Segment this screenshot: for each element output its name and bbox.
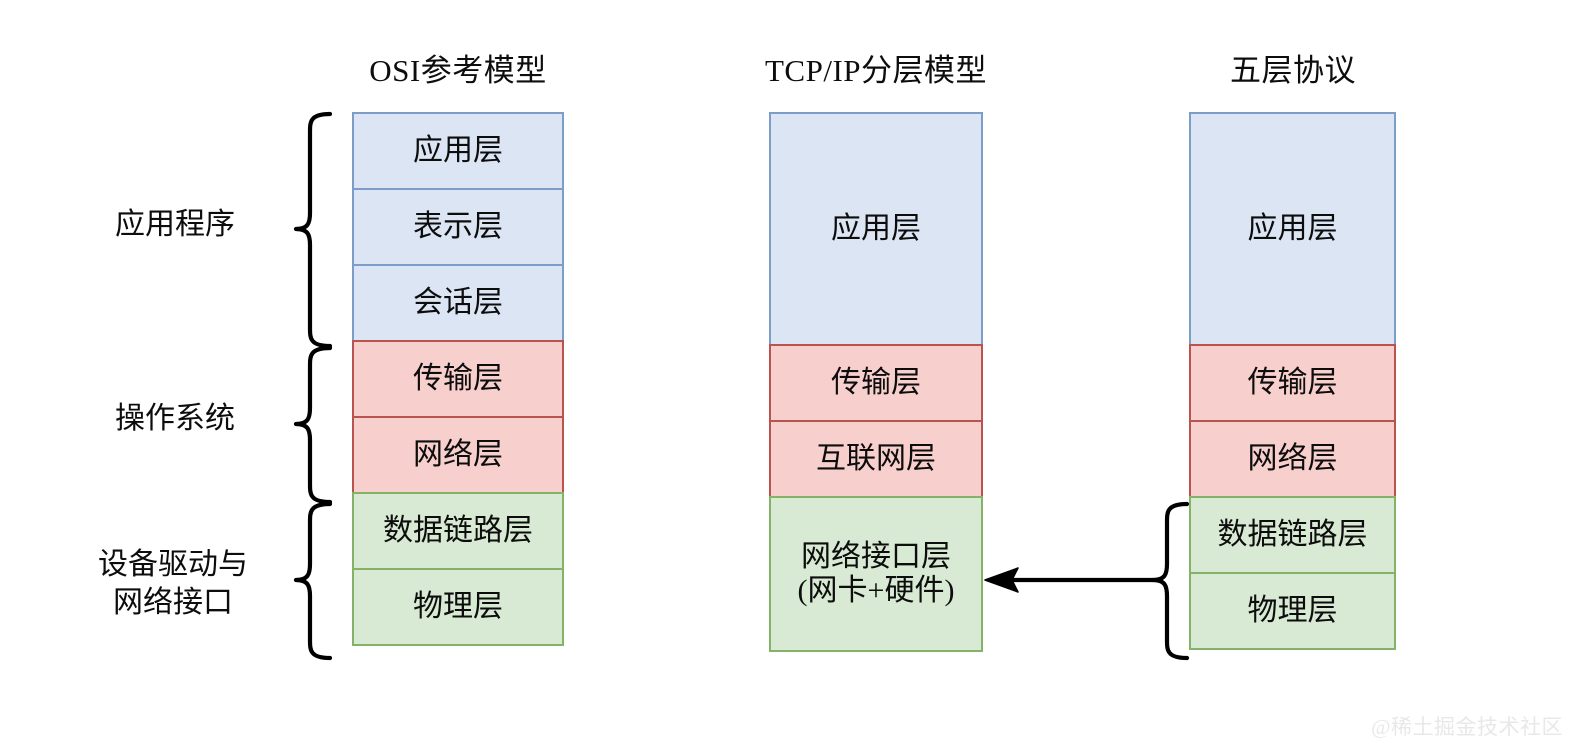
five-layer-datalink: 数据链路层 bbox=[1189, 496, 1396, 574]
osi-layer-transport-label: 传输层 bbox=[413, 362, 503, 396]
five-layer-physical-label: 物理层 bbox=[1247, 594, 1338, 628]
osi-layer-session-label: 会话层 bbox=[413, 286, 503, 320]
five-layer-application-label: 应用层 bbox=[1247, 212, 1338, 246]
brace-application-program bbox=[293, 111, 333, 349]
five-layer-application: 应用层 bbox=[1189, 112, 1396, 346]
five-layer-transport-label: 传输层 bbox=[1247, 366, 1338, 400]
group-label-operating-system: 操作系统 bbox=[115, 402, 235, 435]
group-label-application-program: 应用程序 bbox=[115, 208, 235, 241]
osi-layer-physical: 物理层 bbox=[352, 568, 564, 646]
tcpip-layer-transport: 传输层 bbox=[769, 344, 983, 422]
five-layer-network-label: 网络层 bbox=[1247, 442, 1338, 476]
watermark: @稀土掘金技术社区 bbox=[1371, 715, 1563, 739]
tcpip-layer-stack: 应用层 传输层 互联网层 网络接口层 (网卡+硬件) bbox=[769, 112, 983, 652]
osi-layer-presentation-label: 表示层 bbox=[413, 210, 503, 244]
osi-layer-presentation: 表示层 bbox=[352, 188, 564, 266]
osi-layer-network-label: 网络层 bbox=[413, 438, 503, 472]
osi-layer-application: 应用层 bbox=[352, 112, 564, 190]
tcpip-layer-application: 应用层 bbox=[769, 112, 983, 346]
column-title-tcpip: TCP/IP分层模型 bbox=[764, 53, 988, 88]
osi-layer-physical-label: 物理层 bbox=[413, 590, 503, 624]
tcpip-layer-internet: 互联网层 bbox=[769, 420, 983, 498]
brace-five-layer-bottom-mapping bbox=[1150, 501, 1190, 661]
tcpip-layer-network-interface: 网络接口层 (网卡+硬件) bbox=[769, 496, 983, 652]
osi-layer-stack: 应用层 表示层 会话层 传输层 网络层 数据链路层 物理层 bbox=[352, 112, 564, 646]
osi-layer-session: 会话层 bbox=[352, 264, 564, 342]
brace-operating-system bbox=[293, 345, 333, 505]
mapping-arrow-head bbox=[984, 567, 1019, 593]
osi-layer-datalink: 数据链路层 bbox=[352, 492, 564, 570]
five-layer-transport: 传输层 bbox=[1189, 344, 1396, 422]
column-title-five-layer: 五层协议 bbox=[1230, 53, 1356, 88]
tcpip-layer-internet-label: 互联网层 bbox=[816, 442, 936, 476]
osi-layer-datalink-label: 数据链路层 bbox=[383, 514, 533, 548]
tcpip-layer-application-label: 应用层 bbox=[831, 212, 921, 246]
osi-layer-application-label: 应用层 bbox=[413, 134, 503, 168]
five-layer-stack: 应用层 传输层 网络层 数据链路层 物理层 bbox=[1189, 112, 1396, 650]
five-layer-datalink-label: 数据链路层 bbox=[1217, 518, 1368, 552]
column-title-osi: OSI参考模型 bbox=[369, 53, 547, 88]
group-label-device-driver-network-interface: 设备驱动与 网络接口 bbox=[98, 548, 248, 619]
five-layer-physical: 物理层 bbox=[1189, 572, 1396, 650]
tcpip-layer-network-interface-label: 网络接口层 bbox=[801, 540, 951, 574]
osi-layer-network: 网络层 bbox=[352, 416, 564, 494]
tcpip-layer-network-interface-sublabel: (网卡+硬件) bbox=[797, 574, 955, 607]
five-layer-network: 网络层 bbox=[1189, 420, 1396, 498]
tcpip-layer-transport-label: 传输层 bbox=[831, 366, 921, 400]
brace-device-driver-network-interface bbox=[293, 501, 333, 661]
osi-layer-transport: 传输层 bbox=[352, 340, 564, 418]
